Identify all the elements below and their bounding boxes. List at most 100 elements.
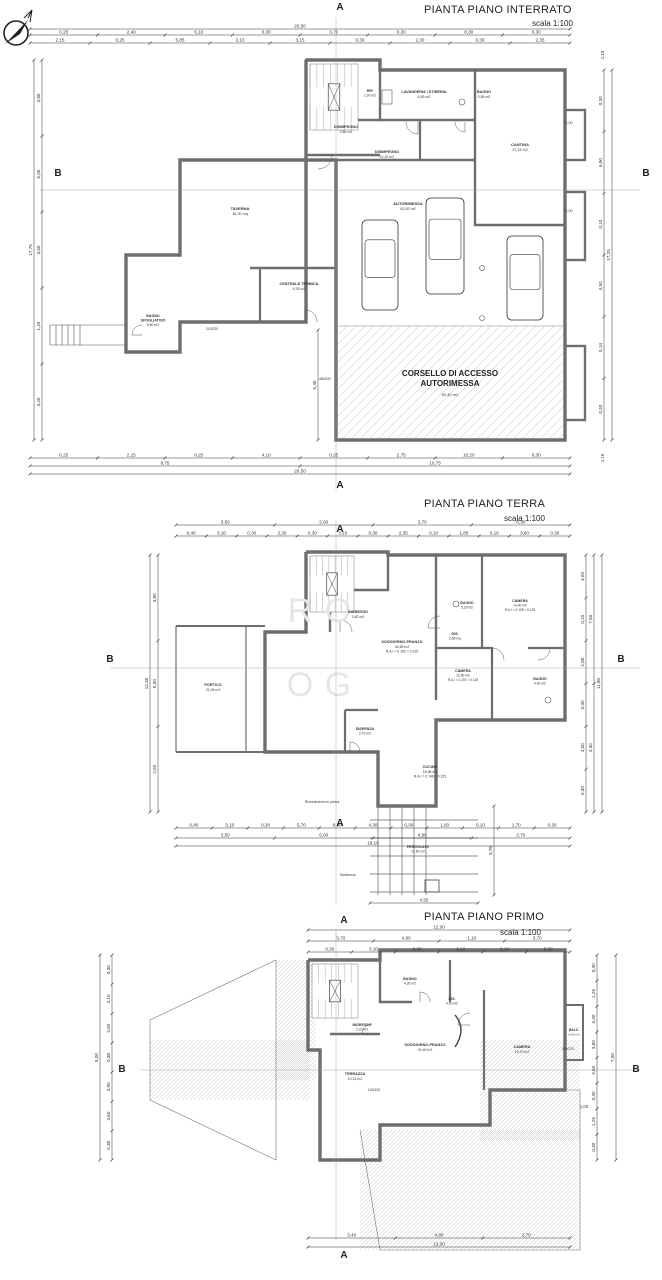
dimension-tick [40, 58, 44, 62]
dimension-tick [584, 681, 588, 686]
dimension-value: 5,14 [598, 343, 603, 352]
section-marker: A [340, 1250, 347, 1261]
room-area: 3,80 m2 [340, 130, 353, 134]
hatch-line [276, 1035, 316, 1077]
dimension-tick [110, 1041, 114, 1045]
dimension-value: 8,30 [516, 520, 525, 525]
hatch-line [487, 1157, 580, 1250]
dimension-value: 17,75 [28, 244, 33, 256]
hatch-line [360, 1130, 361, 1131]
hatch-line [293, 1083, 310, 1100]
dimension-tick [325, 534, 330, 538]
hatch-line [531, 1091, 580, 1140]
hatch-line [549, 424, 563, 438]
room-name: BAGNO [533, 677, 547, 681]
section-marker: A [340, 915, 347, 926]
curved-stair-icon [454, 1014, 462, 1048]
hatch-line [555, 1115, 580, 1140]
room-area: 62,82 m2 [400, 207, 415, 211]
dimension-value: 1,25 [36, 321, 41, 330]
hatch-line [507, 1177, 580, 1250]
door-swing [131, 324, 143, 336]
hatch-line [480, 1040, 517, 1077]
watermark-letter: O [287, 666, 313, 704]
hatch-line [338, 326, 357, 345]
balcony [564, 1004, 584, 1061]
dimension-tick [210, 826, 214, 830]
hatch-line [477, 352, 563, 438]
window-label: 110/220 [562, 1047, 574, 1051]
dimension-value: 1,25 [591, 989, 596, 998]
washing-machine-icon [381, 89, 393, 105]
dimension-tick [272, 836, 277, 840]
dimension-tick [437, 939, 441, 943]
hatch-line [378, 326, 492, 438]
dimension-value: 0,30 [544, 947, 553, 952]
dimension-tick [295, 534, 299, 538]
dimension-tick [584, 810, 588, 814]
hatch-line [276, 987, 316, 1029]
room-name: CAMERA [512, 599, 528, 603]
hatch-line [338, 326, 438, 426]
hatch-line [480, 1040, 537, 1097]
hatch-line [360, 1130, 457, 1227]
dimension-value: 3,70 [418, 520, 427, 525]
room-area: 4,60 m2 [568, 1032, 579, 1036]
dimension-tick [281, 826, 286, 830]
dimension-tick [537, 534, 542, 538]
dimension-tick [316, 438, 320, 442]
hatch-line [467, 1137, 580, 1250]
dimension-tick [306, 950, 310, 954]
dimension-value: 0,30 [598, 404, 603, 413]
room-area: 2,20 m2 [356, 1028, 368, 1032]
hatch-line [407, 1130, 529, 1250]
dimension-tick [595, 1158, 599, 1162]
dimension-value: 1,15 [600, 50, 605, 59]
dimension-value: 8,00 [94, 1053, 99, 1062]
room-name: INGRESSO [353, 1023, 372, 1027]
room-area: 2,65 mq [449, 637, 461, 641]
hatch-line [360, 1130, 425, 1195]
wall [124, 58, 567, 442]
dimension-tick [500, 33, 505, 37]
hatch-line [435, 1130, 557, 1250]
dimension-value: 0,30 [532, 30, 541, 35]
dimension-tick [614, 953, 618, 957]
hatch-line [480, 1040, 505, 1065]
dimension-tick [356, 534, 360, 538]
dimension-value: 6,00 [152, 679, 157, 688]
hatch-line [495, 370, 563, 438]
hatch-line [543, 1103, 580, 1140]
dimension-tick [174, 826, 178, 830]
dimension-value: 20,50 [294, 24, 306, 29]
hatch-line [405, 326, 519, 438]
hatch-line [360, 1130, 413, 1183]
car-icon [425, 197, 465, 295]
room-area: 4,60 m2 [534, 682, 546, 686]
room-area: 17,60 m2 [411, 850, 425, 854]
dimension-value: 0,30 [591, 963, 596, 972]
section-marker: A [336, 524, 343, 535]
dimension-value: 2,40 [127, 30, 136, 35]
hatch-line [431, 1130, 553, 1250]
dimension-tick [156, 724, 160, 729]
north-arrow-icon [3, 9, 33, 46]
dimension-tick [568, 464, 572, 468]
hatch-line [535, 1205, 580, 1250]
elevator-cross [326, 572, 338, 596]
hatch-line [375, 1130, 497, 1250]
dimension-tick [298, 464, 302, 468]
wall [473, 120, 565, 227]
north-arrow-needle [5, 20, 28, 44]
room-name: SPOGLIATOIO [141, 319, 166, 323]
hatch-line [480, 1040, 525, 1085]
room-area: 6,45 m2 [418, 95, 431, 99]
dimension-value: 4,90 [435, 1233, 444, 1238]
dimension-tick [365, 33, 370, 37]
dimension-tick [163, 456, 167, 460]
dimension-value: 0,30 [550, 531, 559, 536]
room-area: 2,70 m2 [359, 732, 371, 736]
dimension-value: 3,80 [152, 593, 157, 602]
dimension-value: 0,30 [325, 947, 334, 952]
car-icon [506, 235, 544, 321]
